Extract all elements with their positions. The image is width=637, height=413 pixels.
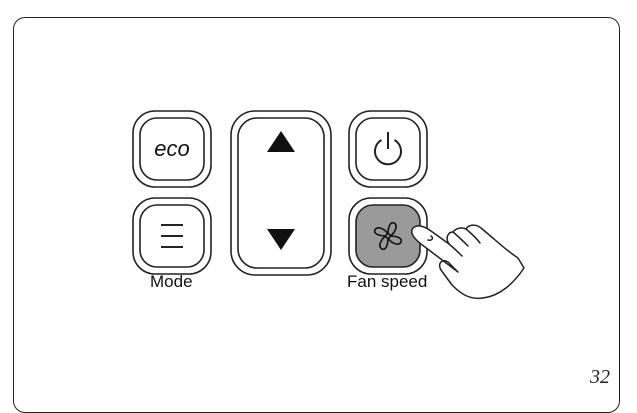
eco-button[interactable]: eco xyxy=(133,111,211,187)
mode-label: Mode xyxy=(150,272,193,292)
mode-button[interactable] xyxy=(133,198,211,274)
fan-speed-label: Fan speed xyxy=(347,272,427,292)
power-button[interactable] xyxy=(349,111,427,187)
temperature-rocker[interactable] xyxy=(231,111,331,275)
control-panel-diagram: eco xyxy=(0,0,637,403)
page-number: 32 xyxy=(590,366,610,389)
eco-label: eco xyxy=(154,136,189,161)
pointing-hand-icon xyxy=(412,225,524,298)
